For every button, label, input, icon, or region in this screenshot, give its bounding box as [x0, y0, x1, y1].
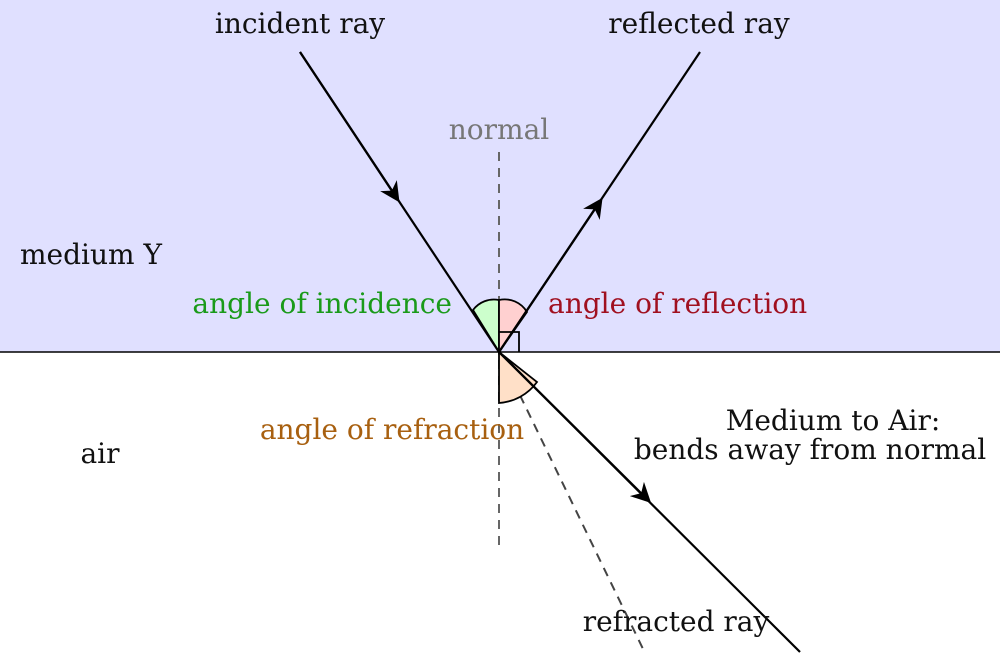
angle-refraction-label: angle of refraction — [260, 413, 524, 446]
note-line-2: bends away from normal — [634, 433, 986, 466]
angle-refraction-arc — [498, 350, 539, 404]
reflected-ray-label: reflected ray — [608, 7, 790, 40]
air-label: air — [80, 437, 120, 470]
reflected-ray-arrow — [498, 197, 603, 353]
normal-label: normal — [449, 113, 550, 146]
right-angle-marker — [499, 331, 520, 352]
refracted-ray-arrow — [498, 351, 652, 504]
incident-ray-label: incident ray — [215, 7, 385, 40]
refracted-ray-label: refracted ray — [583, 605, 770, 638]
angle-reflection-label: angle of reflection — [548, 287, 807, 320]
incident-ray-arrow — [299, 51, 400, 203]
incident-extension-line — [498, 351, 646, 653]
medium-label: medium Y — [20, 238, 162, 271]
angle-incidence-label: angle of incidence — [192, 287, 452, 320]
note-line-1: Medium to Air: — [726, 404, 941, 437]
